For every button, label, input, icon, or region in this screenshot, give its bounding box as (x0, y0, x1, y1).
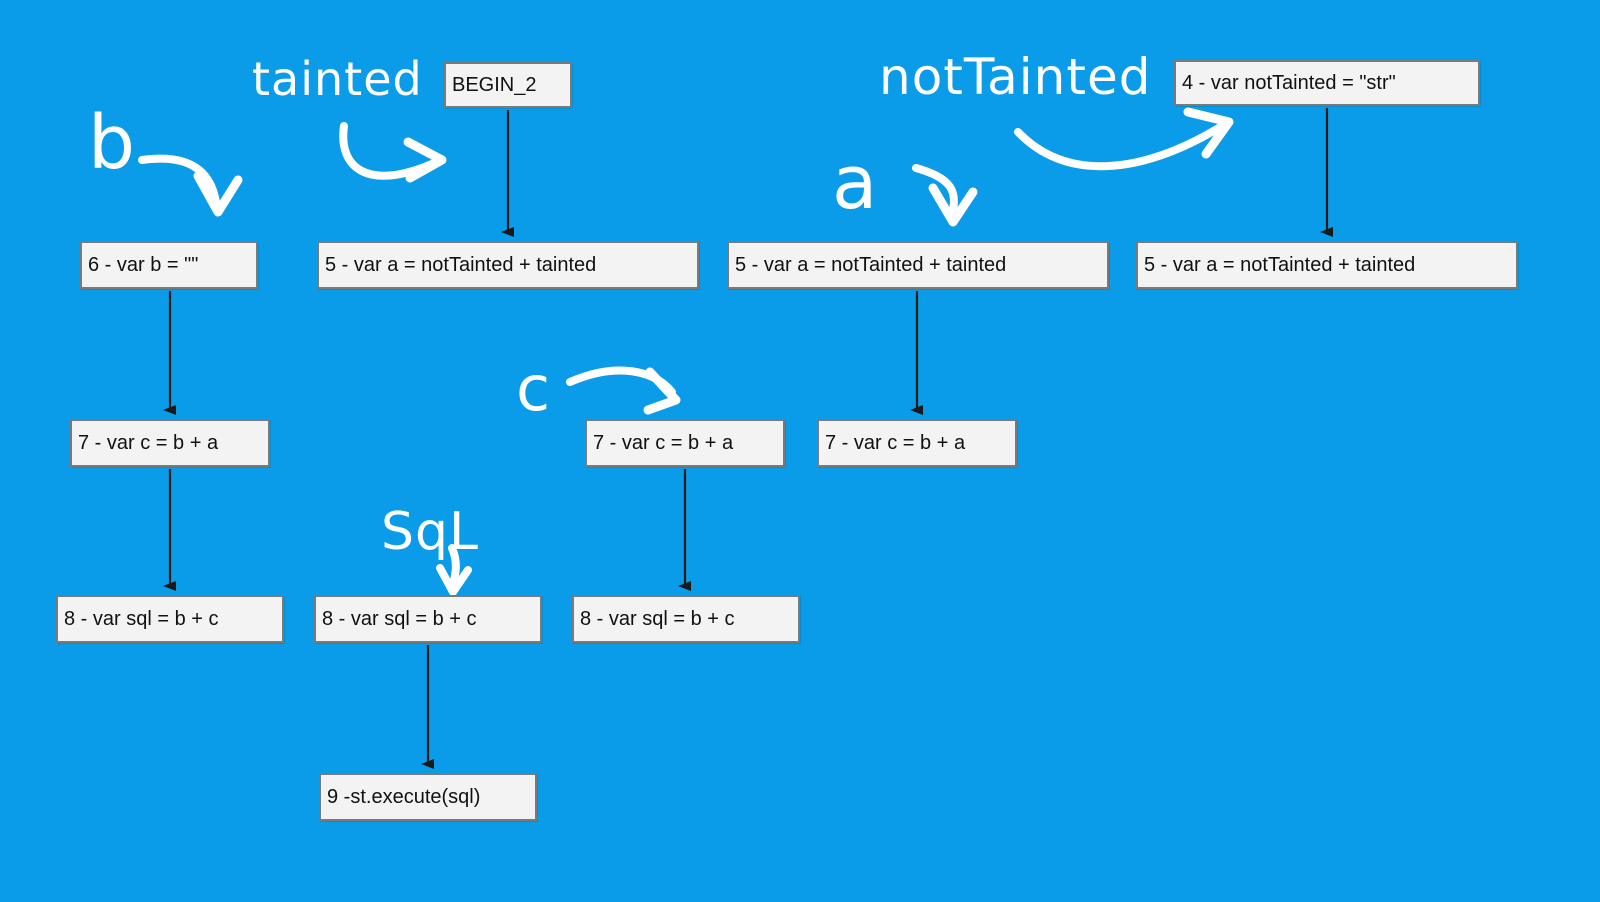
hand-arrow-a-icon (912, 164, 978, 227)
node-begin-2[interactable]: BEGIN_2 (444, 62, 572, 108)
node-7-var-c-col1[interactable]: 7 - var c = b + a (70, 419, 270, 467)
hand-arrow-b-icon (138, 154, 243, 217)
hand-arrow-c-icon (566, 366, 681, 415)
annotation-sql: SqL (381, 502, 479, 562)
node-5-var-a-col2[interactable]: 5 - var a = notTainted + tainted (317, 241, 699, 289)
node-5-var-a-col4[interactable]: 5 - var a = notTainted + tainted (1136, 241, 1518, 289)
hand-arrow-tainted-icon (339, 122, 447, 183)
annotation-b: b (88, 100, 135, 186)
annotation-tainted: tainted (252, 52, 423, 106)
node-4-var-nottainted[interactable]: 4 - var notTainted = "str" (1174, 60, 1480, 106)
node-8-var-sql-col1[interactable]: 8 - var sql = b + c (56, 595, 284, 643)
node-6-var-b-col1[interactable]: 6 - var b = "" (80, 241, 258, 289)
annotation-c: c (516, 352, 551, 425)
node-8-var-sql-col3[interactable]: 8 - var sql = b + c (572, 595, 800, 643)
node-7-var-c-col4[interactable]: 7 - var c = b + a (817, 419, 1017, 467)
annotation-nottainted: notTainted (879, 48, 1152, 106)
annotation-a: a (832, 140, 878, 226)
hand-annotation-arrows (138, 107, 1234, 596)
node-5-var-a-col3[interactable]: 5 - var a = notTainted + tainted (727, 241, 1109, 289)
node-9-st-execute-sql[interactable]: 9 -st.execute(sql) (319, 773, 537, 821)
node-7-var-c-col3[interactable]: 7 - var c = b + a (585, 419, 785, 467)
hand-arrow-nottainted-icon (1014, 107, 1234, 171)
node-8-var-sql-col2[interactable]: 8 - var sql = b + c (314, 595, 542, 643)
